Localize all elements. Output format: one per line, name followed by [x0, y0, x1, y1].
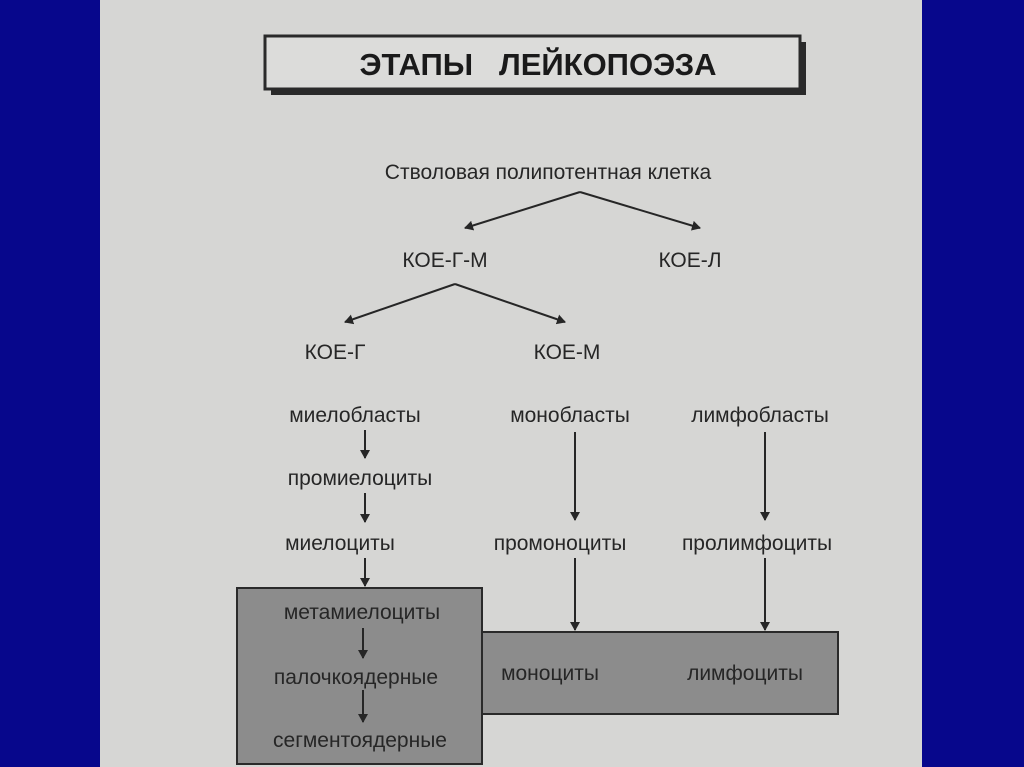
node-koe-g: КОЕ-Г [305, 341, 366, 364]
arrow-stem-koe-gm [464, 191, 581, 231]
node-lymphoblasts: лимфобласты [691, 404, 829, 427]
node-myeloblasts: миелобласты [289, 404, 421, 427]
node-koe-gm: КОЕ-Г-М [402, 249, 487, 272]
mature-box-left [236, 587, 483, 765]
node-metamyelocytes: метамиелоциты [284, 601, 440, 624]
arrow-stem-koe-l [579, 191, 701, 231]
node-prolymphocytes: пролимфоциты [682, 532, 832, 555]
node-promonocytes: промоноциты [494, 532, 627, 555]
node-segmented: сегментоядерные [273, 729, 447, 752]
node-myelocytes: миелоциты [285, 532, 395, 555]
node-band: палочкоядерные [274, 666, 438, 689]
node-promyelocytes: промиелоциты [288, 467, 433, 490]
arrow-koe-gm-koe-g [344, 283, 456, 325]
node-koe-m: КОЕ-М [534, 341, 601, 364]
title: ЭТАПЫ ЛЕЙКОПОЭЗА [359, 46, 716, 82]
title-box [263, 34, 802, 91]
arrow-koe-gm-koe-m [454, 283, 566, 325]
arrows [344, 191, 770, 723]
node-koe-l: КОЕ-Л [658, 249, 721, 272]
node-lymphocytes: лимфоциты [687, 662, 803, 685]
node-stem-cell: Стволовая полипотентная клетка [385, 161, 712, 184]
node-monoblasts: монобласты [510, 404, 630, 427]
node-monocytes: моноциты [501, 662, 599, 685]
